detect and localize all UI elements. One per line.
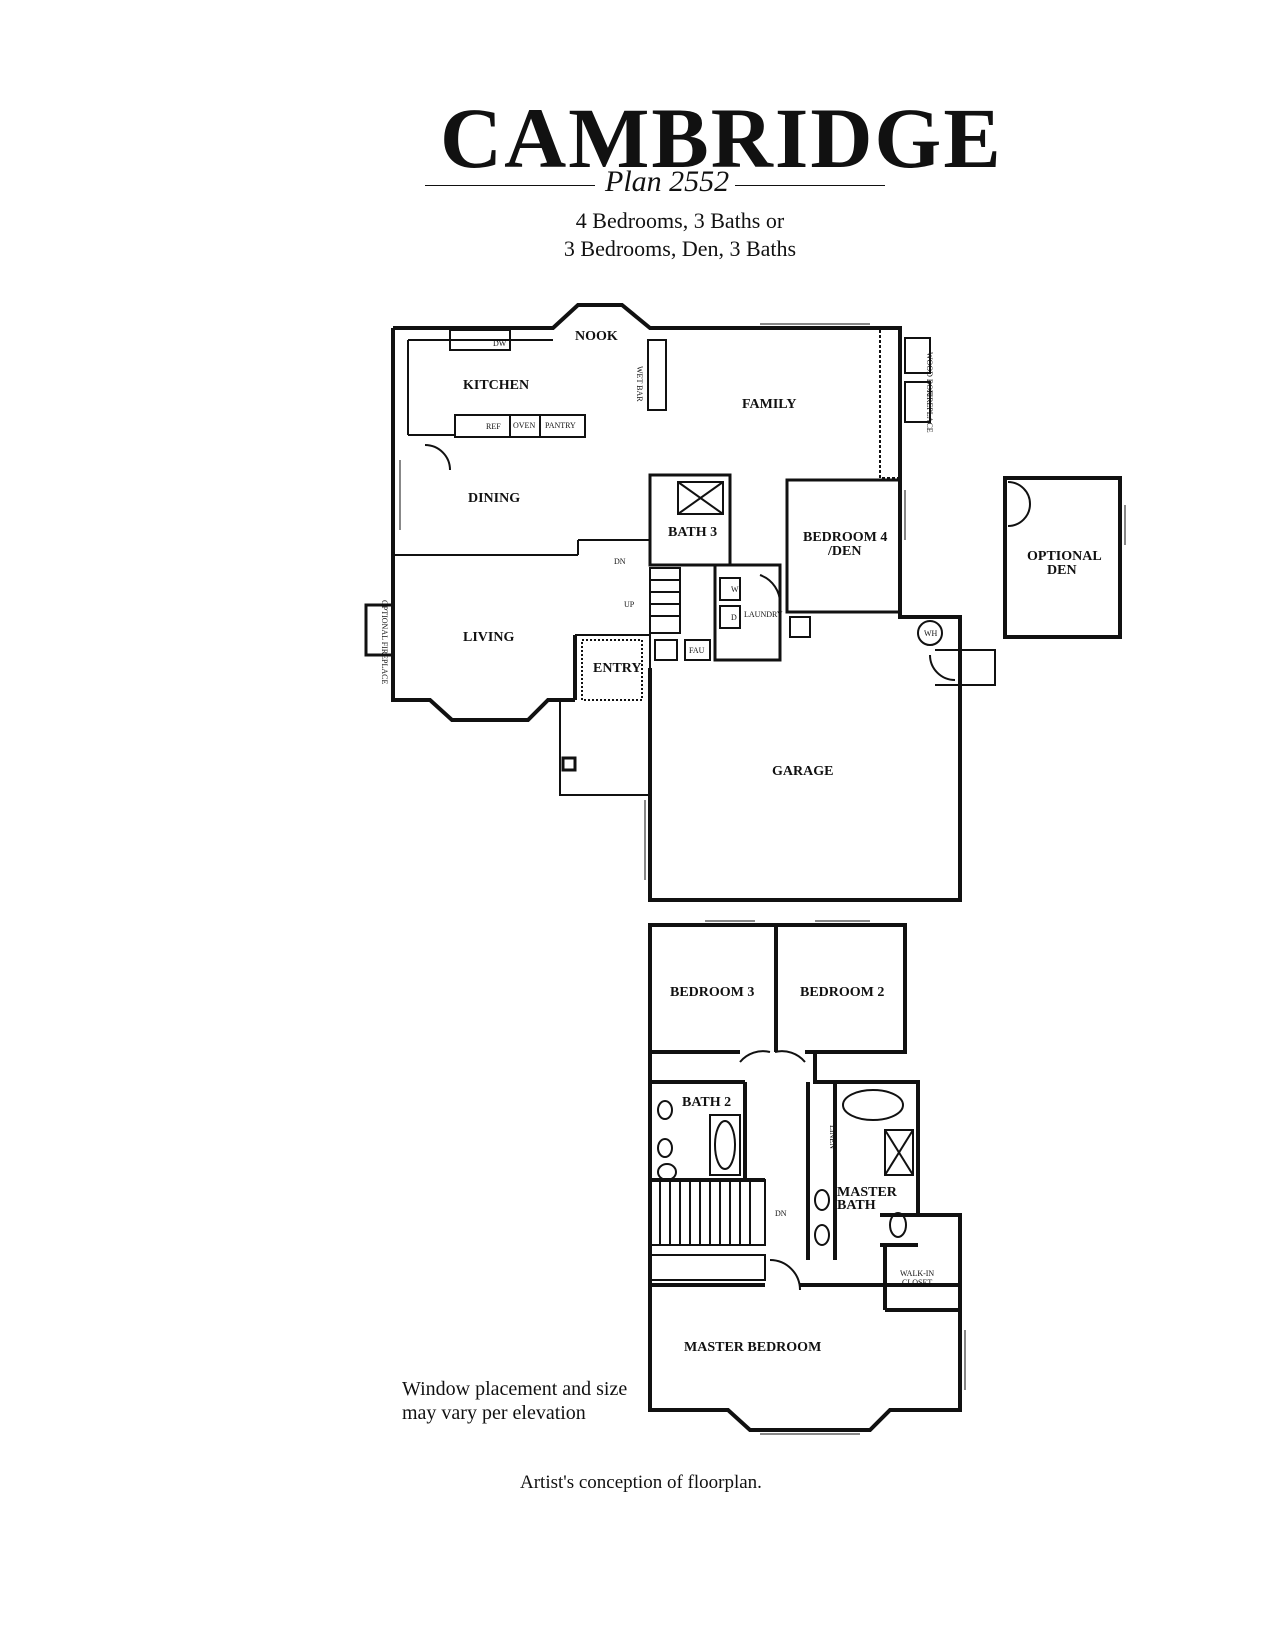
footer-note: Artist's conception of floorplan. — [520, 1472, 762, 1493]
wall-west-south — [391, 328, 575, 722]
room-label-walk-in: WALK-IN — [900, 1269, 934, 1278]
room-label-den: /DEN — [827, 544, 861, 559]
fixture-optional-fireplace: OPTIONAL FIREPLACE — [380, 600, 389, 684]
note-line-1: Window placement and size — [402, 1378, 628, 1400]
room-label-entry: ENTRY — [593, 661, 642, 676]
subtitle-line-1: 4 Bedrooms, 3 Baths or — [575, 208, 785, 233]
fixture-oven: OVEN — [513, 421, 535, 430]
fixture-water-heater: WH — [924, 629, 938, 638]
room-label-master-bedroom: MASTER BEDROOM — [684, 1340, 821, 1355]
room-label-nook: NOOK — [575, 329, 618, 344]
room-label-kitchen: KITCHEN — [463, 378, 529, 393]
fixture-fireplace: FIREPLACE — [925, 390, 934, 433]
room-label-master-bath-2: BATH — [837, 1198, 876, 1213]
plan-title: CAMBRIDGE — [440, 90, 1003, 186]
room-label-garage: GARAGE — [772, 764, 833, 779]
room-label-dining: DINING — [468, 491, 520, 506]
fixture-dw: DW — [493, 339, 507, 348]
fixture-wood-box: WOOD BOX — [925, 352, 934, 396]
title-rule-left — [425, 185, 595, 186]
second-floor-outline — [648, 923, 962, 1432]
room-label-family: FAMILY — [742, 397, 796, 412]
fixture-dn-1: DN — [614, 557, 626, 566]
fixture-dryer: D — [731, 613, 737, 622]
fixture-wet-bar: WET BAR — [635, 366, 644, 402]
fixture-washer: W — [731, 585, 739, 594]
room-label-bedroom4: BEDROOM 4 — [803, 530, 887, 545]
plan-number: Plan 2552 — [605, 165, 730, 198]
room-label-master-bath: MASTER — [837, 1185, 898, 1200]
subtitle-line-2: 3 Bedrooms, Den, 3 Baths — [563, 236, 797, 261]
room-label-bedroom3: BEDROOM 3 — [670, 985, 754, 1000]
room-label-closet: CLOSET — [902, 1278, 932, 1287]
room-label-bath2: BATH 2 — [682, 1095, 731, 1110]
title-rule-right — [735, 185, 885, 186]
fixture-ref: REF — [486, 422, 501, 431]
fixture-linen: LINEN — [828, 1125, 837, 1149]
room-label-optional-den-2: DEN — [1047, 563, 1077, 578]
room-label-bath3: BATH 3 — [668, 525, 717, 540]
room-label-laundry: LAUNDRY — [744, 610, 783, 619]
fixture-pantry: PANTRY — [545, 421, 576, 430]
note-line-2: may vary per elevation — [402, 1402, 586, 1424]
fixture-dn-2: DN — [775, 1209, 787, 1218]
fixture-up: UP — [624, 600, 635, 609]
room-label-optional-den: OPTIONAL — [1027, 549, 1102, 564]
fixture-fau: FAU — [689, 646, 705, 655]
room-label-living: LIVING — [463, 630, 514, 645]
room-label-bedroom2: BEDROOM 2 — [800, 985, 884, 1000]
